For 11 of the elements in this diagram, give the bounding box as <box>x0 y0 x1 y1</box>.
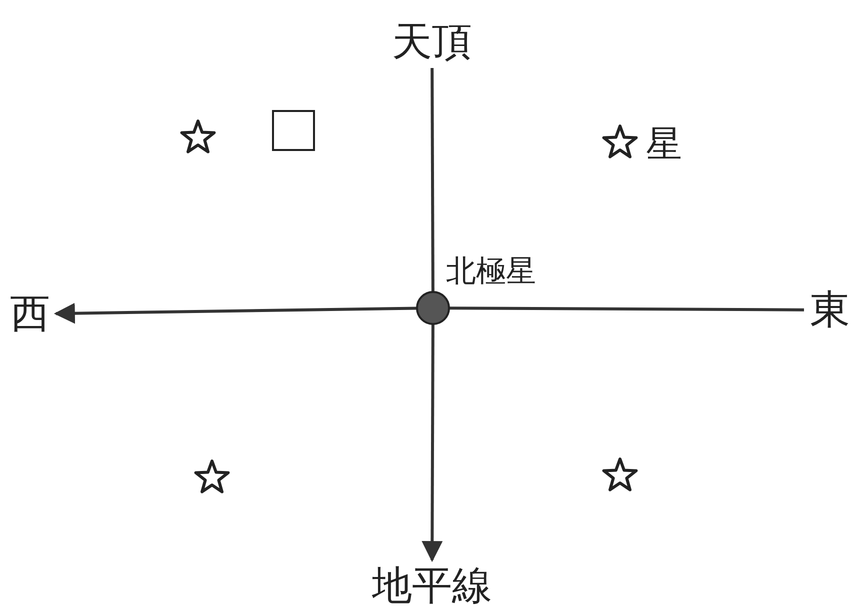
direction-label: 東 <box>806 286 854 334</box>
direction-label: 西 <box>6 290 54 338</box>
line <box>430 68 434 292</box>
arrow <box>422 324 443 562</box>
arrow <box>54 302 418 324</box>
direction-label: 地平線 <box>354 562 510 610</box>
line <box>449 306 804 312</box>
direction-label: 天頂 <box>376 18 488 66</box>
star-name-label: 北極星 <box>446 254 536 290</box>
polaris-dot <box>416 291 450 325</box>
star-label: 星 <box>646 124 682 166</box>
